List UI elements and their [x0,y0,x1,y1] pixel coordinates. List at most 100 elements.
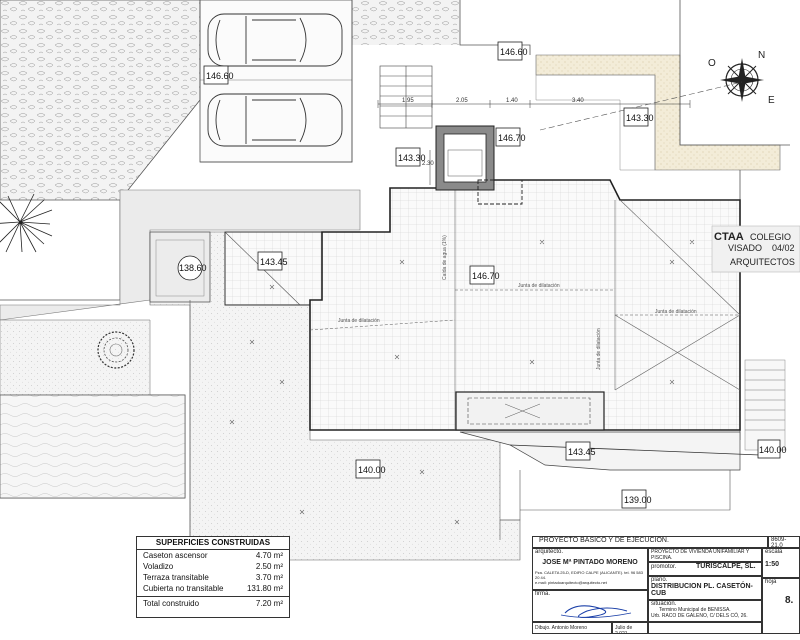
junta-label-1: Junta de dilatación [518,283,560,289]
dibujo-cell: Dibujo. Antonio Moreno [532,622,612,634]
car-top [207,13,343,67]
sheet-number: 8. [785,595,794,606]
dibujo: Dibujo. Antonio Moreno [535,625,587,631]
plano-title: DISTRIBUCION PL. CASETÓN-CUB [651,583,753,597]
compass-o: O [708,58,716,69]
surface-name: Cubierta no transitable [143,584,224,593]
surface-value: 3.70 m² [255,573,283,582]
architect-label: arquitecto. [535,549,564,555]
compass-n: N [758,50,765,61]
water-fall-label: Caída de agua (1%) [442,235,448,280]
right-terrace-hatch [744,359,786,451]
surface-row: Cubierta no transitable 131.80 m² [137,583,289,594]
surfaces-table: SUPERFICIES CONSTRUIDAS Caseton ascensor… [136,536,290,618]
surface-value: 4.70 m² [255,551,283,560]
elevation-143-30-right: 143.30 [626,113,654,123]
plano-label: plano. [651,577,668,583]
situacion-label: situación. [651,601,677,607]
elevation-138-60: 138.60 [179,263,207,273]
promotor-label: promotor. [651,564,677,570]
surface-value: 131.80 m² [246,584,283,593]
elevation-146-70-center: 146.70 [472,271,500,281]
surfaces-title: SUPERFICIES CONSTRUIDAS [137,537,289,550]
promotor-name: TURISCALPE, SL. [696,563,756,570]
sheet-label: hoja [765,579,777,585]
elevation-140-00-left: 140.00 [358,465,386,475]
surface-value: 2.50 m² [255,562,283,571]
empty-cell [648,622,762,634]
surface-row: Terraza transitable 3.70 m² [137,572,289,583]
junta-label-4: Junta de dilatación [596,328,602,370]
situacion-line-1: Termino Municipal de BENISSA. [659,607,731,613]
project-title: PROYECTO DE VIVIENDA UNIFAMILIAR Y PISCI… [651,549,750,561]
elevation-146-70-lift: 146.70 [498,133,526,143]
dim-1-95: 1.95 [402,98,414,104]
elevation-143-30-mid: 143.30 [398,153,426,163]
stamp-colegio: COLEGIO [750,232,791,242]
date-cell: Julio de 2.021 [612,622,648,634]
shrub [97,331,135,369]
scale-label: escala [765,549,783,555]
lift-caseton [435,125,523,205]
stamp-ctaa: CTAA [714,231,744,243]
architect-cell: arquitecto. JOSE Mª PINTADO MORENO Pza. … [532,548,648,590]
compass-e: E [768,95,775,106]
diagonal-dashed-line [539,81,743,131]
stamp-visado: VISADO [728,243,762,253]
overhang [459,431,761,471]
elevation-140-00-right: 140.00 [759,445,787,455]
elevation-markers [177,41,781,509]
signature-mark [560,605,632,618]
stairs [379,65,433,129]
elevation-143-45-bottom: 143.45 [568,447,596,457]
project-header-cell: PROYECTO BÁSICO Y DE EJECUCIÓN. [532,536,768,548]
elevation-139-00: 139.00 [624,495,652,505]
situacion-line-2: Urb. RACO DE GALENO, C/ DELS CÓ, 26. [651,613,748,619]
dim-2-30: 2.30 [422,161,434,167]
palm-tree [0,193,53,253]
project-header: PROYECTO BÁSICO Y DE EJECUCIÓN. [539,537,669,544]
project-title-cell: PROYECTO DE VIVIENDA UNIFAMILIAR Y PISCI… [648,548,762,562]
elevation-143-45-left: 143.45 [260,257,288,267]
surface-total-row: Total construido 7.20 m² [137,596,289,609]
firma-label: firma. [535,591,550,597]
junta-label-3: Junta de dilatación [338,318,380,324]
architect-address: Pza. CALETA 25-D, EDIFIO CALPE (ALICANTE… [535,570,643,580]
compass-rose [720,58,764,102]
cobble-driveway [0,0,460,201]
stamp-arquitectos: ARQUITECTOS [730,257,795,267]
lower-base-outline [189,300,731,560]
code-cell: 8609-21.0 [768,536,800,548]
surface-name: Voladizo [143,562,174,571]
junta-label-2: Junta de dilatación [655,309,697,315]
dim-3-40: 3.40 [572,98,584,104]
plano-cell: plano. DISTRIBUCION PL. CASETÓN-CUB [648,576,762,600]
situacion-cell: situación. Termino Municipal de BENISSA.… [648,600,762,622]
surface-name: Terraza transitable [143,573,209,582]
dim-1-40: 1.40 [506,98,518,104]
surface-total-value: 7.20 m² [255,599,283,608]
ground-marks [229,239,695,525]
elevation-146-60-right: 146.60 [500,47,528,57]
car-bottom [207,93,343,147]
dimension-line [377,100,691,185]
dim-2-05: 2.05 [456,98,468,104]
surface-row: Voladizo 2.50 m² [137,561,289,572]
project-code: 8609-21.0 [771,537,787,548]
architect-email: e.mail: pintadoarquitecto@arquitecto.net [535,580,607,585]
scale-value: 1:50 [765,561,780,568]
architect-name: JOSE Mª PINTADO MORENO [542,559,638,566]
surface-total-name: Total construido [143,599,200,608]
scale-cell: escala 1:50 [762,548,800,578]
elevation-146-60-left: 146.60 [206,71,234,81]
promotor-cell: promotor. TURISCALPE, SL. [648,562,762,576]
circulation-band [0,189,361,321]
visado-stamp [711,225,800,273]
sheet-cell: hoja 8. [762,578,800,634]
title-block: PROYECTO BÁSICO Y DE EJECUCIÓN. 8609-21.… [532,536,800,640]
signature-cell: firma. [532,590,648,622]
stamp-date: 04/02 [772,243,795,253]
fecha: Julio de 2.021 [615,625,633,634]
